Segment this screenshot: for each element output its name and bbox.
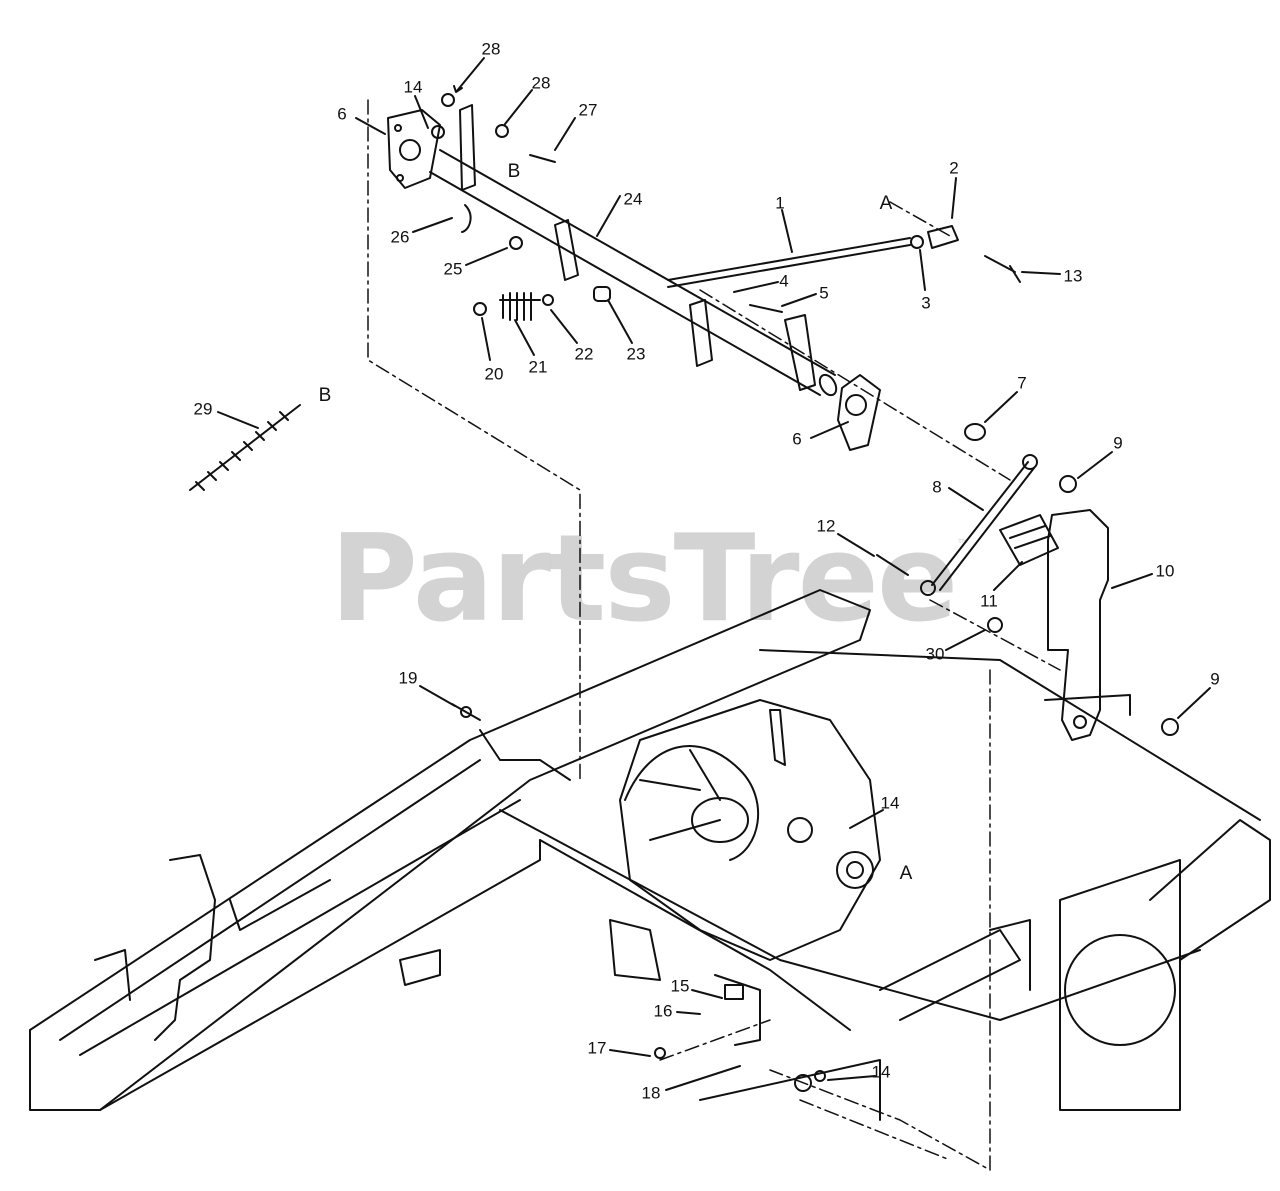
part-callout-6: 6 bbox=[337, 104, 346, 123]
part-callout-18: 18 bbox=[642, 1083, 661, 1102]
part-callout-24: 24 bbox=[624, 189, 643, 208]
alignment-lines bbox=[367, 99, 1061, 1171]
part-callout-29: 29 bbox=[194, 399, 213, 418]
part-callout-4: 4 bbox=[779, 271, 788, 290]
part-callout-9: 9 bbox=[1113, 433, 1122, 452]
link-rod bbox=[876, 454, 1038, 633]
part-callout-9: 9 bbox=[1210, 669, 1219, 688]
part-callout-14: 14 bbox=[872, 1062, 891, 1081]
part-callout-15: 15 bbox=[671, 976, 690, 995]
callout-leaders bbox=[217, 57, 1211, 1091]
part-callout-22: 22 bbox=[575, 344, 594, 363]
part-callout-8: 8 bbox=[932, 477, 941, 496]
part-callout-30: 30 bbox=[926, 644, 945, 663]
reference-letter-a: A bbox=[880, 193, 893, 214]
crossbar-shaft bbox=[429, 149, 838, 397]
control-rod bbox=[667, 225, 1021, 288]
spacer-and-nuts bbox=[964, 423, 1179, 736]
part-callout-21: 21 bbox=[529, 357, 548, 376]
transaxle-with-fan bbox=[451, 699, 881, 1059]
shaft-lever-arms bbox=[459, 104, 816, 391]
part-callout-20: 20 bbox=[485, 364, 504, 383]
part-callout-14: 14 bbox=[881, 793, 900, 812]
part-callout-28: 28 bbox=[532, 73, 551, 92]
brake-pedal-lever bbox=[999, 509, 1131, 741]
part-callout-7: 7 bbox=[1017, 373, 1026, 392]
part-callout-14: 14 bbox=[404, 77, 423, 96]
part-callout-27: 27 bbox=[579, 100, 598, 119]
bearing-plate-right bbox=[837, 374, 881, 451]
part-callout-23: 23 bbox=[627, 344, 646, 363]
extension-spring bbox=[189, 404, 301, 491]
bearing-plate-left bbox=[387, 109, 441, 189]
part-callout-19: 19 bbox=[399, 668, 418, 687]
part-callout-6: 6 bbox=[792, 429, 801, 448]
part-callout-3: 3 bbox=[921, 293, 930, 312]
part-callout-13: 13 bbox=[1064, 266, 1083, 285]
chassis-frame bbox=[29, 589, 1271, 1121]
part-callout-5: 5 bbox=[819, 283, 828, 302]
part-callout-16: 16 bbox=[654, 1001, 673, 1020]
part-callout-28: 28 bbox=[482, 39, 501, 58]
part-callout-11: 11 bbox=[980, 591, 998, 610]
part-callout-1: 1 bbox=[775, 193, 784, 212]
part-callout-25: 25 bbox=[444, 259, 463, 278]
reference-letter-a: A bbox=[900, 863, 913, 884]
part-callout-12: 12 bbox=[817, 516, 836, 535]
part-callout-10: 10 bbox=[1156, 561, 1175, 580]
reference-letter-b: B bbox=[508, 161, 521, 182]
reference-letter-b: B bbox=[319, 385, 332, 406]
part-callout-26: 26 bbox=[391, 227, 410, 246]
part-callout-2: 2 bbox=[949, 158, 958, 177]
small-hardware bbox=[431, 93, 783, 321]
part-callout-17: 17 bbox=[588, 1038, 607, 1057]
